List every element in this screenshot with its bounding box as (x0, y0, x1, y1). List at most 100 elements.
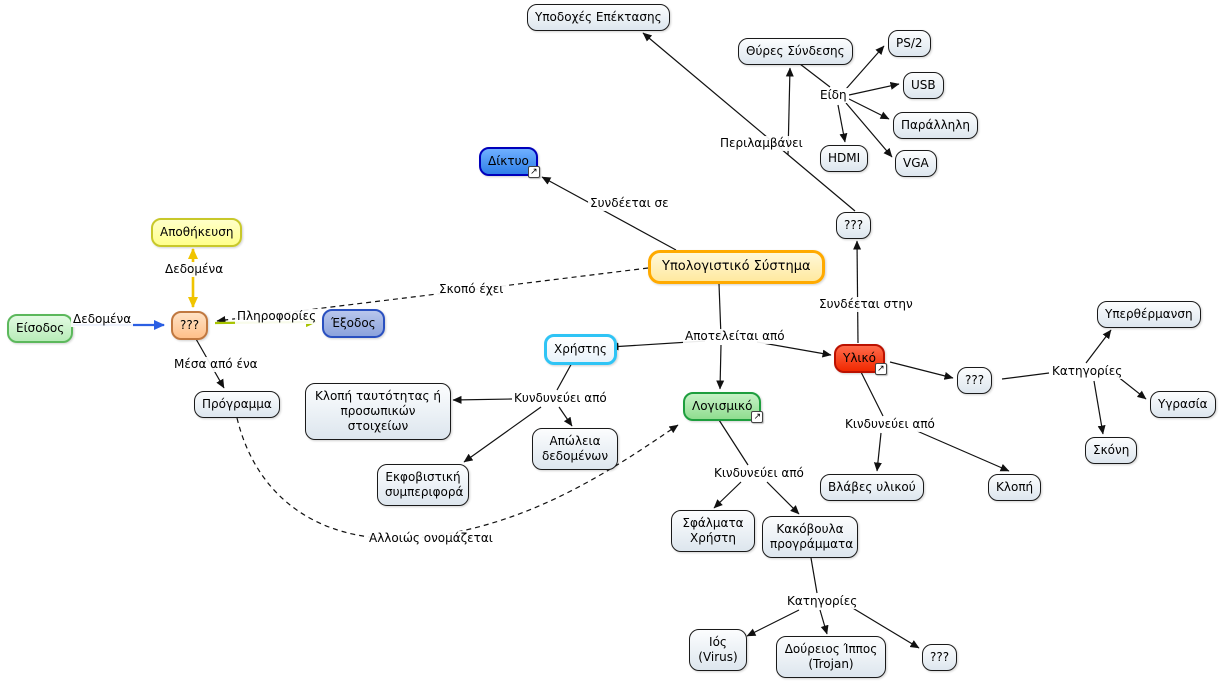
node-label: Υλικό (843, 351, 876, 365)
node-usb[interactable]: USB (903, 72, 944, 99)
node-unknown-process[interactable]: ??? (171, 311, 209, 340)
node-label: Χρήστης (554, 342, 607, 356)
node-user-errors[interactable]: Σφάλματα Χρήστη (671, 510, 755, 552)
node-program[interactable]: Πρόγραμμα (194, 391, 280, 418)
resource-link-icon[interactable]: ↗ (751, 411, 764, 423)
edge-categories-to-virus (746, 609, 800, 637)
node-input[interactable]: Είσοδος (7, 314, 74, 343)
edge-hardware-to-threats (860, 371, 884, 417)
edge-kinds-to-parallel (848, 98, 890, 120)
edge-unknown-to-expansion-slots (642, 32, 856, 212)
node-malware[interactable]: Κακόβουλα προγράμματα (762, 516, 858, 558)
node-label: Υπολογιστικό Σύστημα (662, 259, 811, 274)
node-label: Απώλεια δεδομένων (541, 434, 609, 463)
node-unknown-top[interactable]: ??? (836, 212, 872, 239)
edge-kinds-to-vga (845, 102, 893, 158)
link-malware-categories[interactable]: Κατηγορίες (785, 594, 860, 609)
link-has-purpose[interactable]: Σκοπό έχει (437, 282, 506, 297)
edge-hardware-to-unknown-mid (889, 361, 954, 380)
node-vga[interactable]: VGA (895, 150, 937, 177)
node-label: Κλοπή (996, 480, 1034, 494)
edge-threats-to-theft (916, 430, 1010, 472)
edge-threats-to-user-errors (713, 481, 742, 509)
node-label: ??? (965, 373, 985, 387)
node-theft[interactable]: Κλοπή (988, 474, 1042, 501)
node-computer-system[interactable]: Υπολογιστικό Σύστημα (648, 250, 825, 285)
edge-kinds-to-ps2 (845, 45, 885, 90)
edge-threats-to-data-loss (558, 406, 573, 427)
node-label: Υγρασία (1158, 397, 1208, 411)
node-label: Θύρες Σύνδεσης (746, 44, 845, 58)
node-storage[interactable]: Αποθήκευση (151, 218, 243, 247)
node-output[interactable]: Έξοδος (322, 309, 385, 338)
edge-system-to-consists (718, 283, 722, 338)
edge-hardware-to-unknown-top (853, 240, 862, 344)
node-expansion-slots[interactable]: Υποδοχές Επέκτασης (527, 4, 670, 31)
link-hardware-categories[interactable]: Κατηγορίες (1050, 364, 1125, 379)
edge-categories-to-trojan (819, 609, 829, 635)
node-identity-theft[interactable]: Κλοπή ταυτότητας ή προσωπικών στοιχείων (305, 383, 451, 440)
node-label: Δούρειος Ίππος (Trojan) (784, 642, 878, 671)
node-bullying[interactable]: Εκφοβιστική συμπεριφορά (377, 464, 469, 506)
node-hardware-damage[interactable]: Βλάβες υλικού (820, 474, 924, 501)
resource-link-icon[interactable]: ↗ (527, 166, 540, 178)
node-user[interactable]: Χρήστης (544, 334, 617, 365)
link-connects-to-the[interactable]: Συνδέεται στην (817, 297, 915, 312)
node-label: Είσοδος (16, 321, 65, 335)
link-otherwise-named[interactable]: Αλλοιώς ονομάζεται (367, 531, 495, 546)
node-label: VGA (903, 156, 929, 170)
edge-categories-to-overheating (1085, 329, 1112, 364)
node-label: PS/2 (896, 36, 923, 50)
node-label: Εκφοβιστική συμπεριφορά (385, 470, 464, 499)
node-humidity[interactable]: Υγρασία (1150, 391, 1216, 418)
edge-threats-to-hardware-damage (873, 432, 882, 472)
node-unknown-mid[interactable]: ??? (957, 367, 993, 394)
node-data-loss[interactable]: Απώλεια δεδομένων (532, 428, 618, 470)
edge-threats-to-identity-theft (452, 395, 513, 404)
edge-categories-to-humidity (1116, 375, 1147, 400)
node-overheating[interactable]: Υπερθέρμανση (1097, 301, 1201, 328)
edge-threats-to-malware (766, 481, 800, 515)
resource-link-icon[interactable]: ↗ (874, 363, 887, 375)
node-network[interactable]: Δίκτυο ↗ (479, 147, 540, 178)
edge-unknown-mid-to-categories (1001, 372, 1050, 380)
link-user-threatened-by[interactable]: Κυνδυνεύει από (512, 391, 609, 406)
link-software-threatened-by[interactable]: Κινδυνεύει από (712, 466, 806, 481)
node-dust[interactable]: Σκόνη (1085, 437, 1138, 464)
node-software[interactable]: Λογισμικό ↗ (683, 392, 764, 423)
link-information[interactable]: Πληροφορίες (235, 309, 319, 324)
node-label: Σκόνη (1093, 443, 1130, 457)
node-unknown-bottom[interactable]: ??? (922, 644, 958, 671)
edge-categories-to-unknown-bottom (850, 606, 920, 649)
node-label: Έξοδος (331, 316, 376, 330)
node-connection-ports[interactable]: Θύρες Σύνδεσης (738, 38, 853, 65)
node-ps2[interactable]: PS/2 (888, 30, 931, 57)
link-connects-to[interactable]: Συνδέεται σε (588, 196, 671, 211)
node-parallel[interactable]: Παράλληλη (893, 112, 978, 139)
node-trojan[interactable]: Δούρειος Ίππος (Trojan) (776, 636, 886, 678)
node-label: Κακόβουλα προγράμματα (770, 522, 854, 551)
link-consists-of[interactable]: Αποτελείται από (683, 329, 787, 344)
node-label: Πρόγραμμα (202, 397, 272, 411)
node-label: Βλάβες υλικού (828, 480, 916, 494)
node-label: HDMI (828, 151, 861, 165)
link-through-a[interactable]: Μέσα από ένα (172, 357, 260, 372)
node-hdmi[interactable]: HDMI (820, 145, 869, 172)
edge-software-to-threats (718, 419, 749, 466)
link-data-horizontal[interactable]: Δεδομένα (71, 312, 134, 327)
link-hardware-threatened-by[interactable]: Κινδυνεύει από (843, 417, 937, 432)
edge-kinds-to-hdmi (837, 104, 848, 143)
link-includes[interactable]: Περιλαμβάνει (718, 136, 805, 151)
node-hardware[interactable]: Υλικό ↗ (834, 344, 887, 375)
node-label: Παράλληλη (901, 118, 970, 132)
node-label: Δίκτυο (488, 154, 529, 168)
edge-kinds-to-usb (848, 81, 900, 96)
node-label: Κλοπή ταυτότητας ή προσωπικών στοιχείων (314, 389, 442, 433)
link-data-vertical[interactable]: Δεδομένα (163, 262, 226, 277)
node-virus[interactable]: Ιός (Virus) (689, 629, 747, 671)
node-label: Σφάλματα Χρήστη (682, 516, 744, 545)
node-label: USB (911, 78, 936, 92)
link-kinds[interactable]: Είδη (818, 88, 849, 103)
edge-malware-to-categories (810, 557, 818, 594)
